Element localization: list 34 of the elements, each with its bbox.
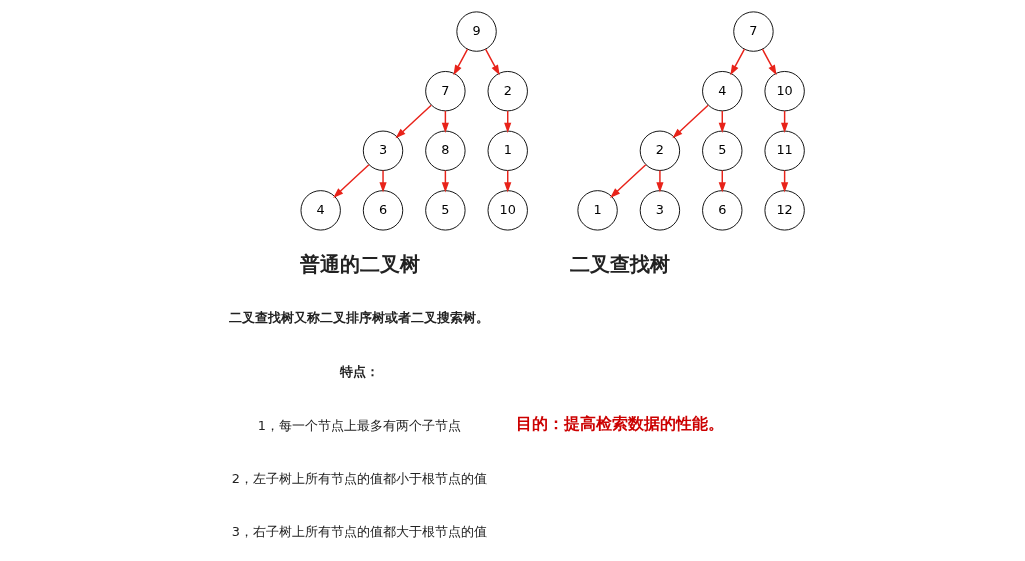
node-circle: 6 — [362, 190, 403, 231]
node-circle: 5 — [701, 130, 742, 171]
node-circle: 8 — [424, 130, 466, 171]
label: 目的：提高检索数据的性能。 — [515, 415, 724, 434]
label: 二叉查找树又称二叉排序树或者二叉搜索树。 — [228, 310, 489, 326]
arrow — [655, 169, 664, 193]
node-circle: 6 — [701, 190, 742, 231]
node-circle: 3 — [639, 190, 680, 231]
label: 特点： — [339, 363, 379, 379]
node-circle: 10 — [487, 190, 528, 231]
arrow — [452, 48, 468, 76]
arrow — [484, 48, 500, 76]
arrow — [332, 164, 370, 198]
node-circle: 5 — [424, 190, 466, 231]
label: 3，右子树上所有节点的值都大于根节点的值 — [231, 524, 487, 540]
node-circle: 9 — [455, 11, 497, 52]
node-circle: 1 — [487, 130, 528, 171]
label: 1，每一个节点上最多有两个子节点 — [257, 417, 461, 433]
arrow — [761, 48, 777, 76]
node-circle: 11 — [763, 130, 805, 171]
label: 二叉查找树 — [569, 251, 670, 276]
arrow — [378, 169, 387, 193]
label: 普通的二叉树 — [299, 251, 420, 276]
node-circle: 7 — [732, 11, 774, 52]
node-circle: 10 — [763, 71, 805, 112]
arrow — [609, 164, 646, 198]
node-circle: 4 — [701, 71, 742, 112]
arrow — [729, 48, 745, 76]
node-circle: 2 — [487, 71, 528, 112]
node-circle: 7 — [424, 71, 466, 112]
node-circle: 12 — [763, 190, 805, 231]
arrow — [395, 104, 432, 139]
arrow — [671, 104, 709, 139]
label: 2，左子树上所有节点的值都小于根节点的值 — [231, 470, 487, 486]
